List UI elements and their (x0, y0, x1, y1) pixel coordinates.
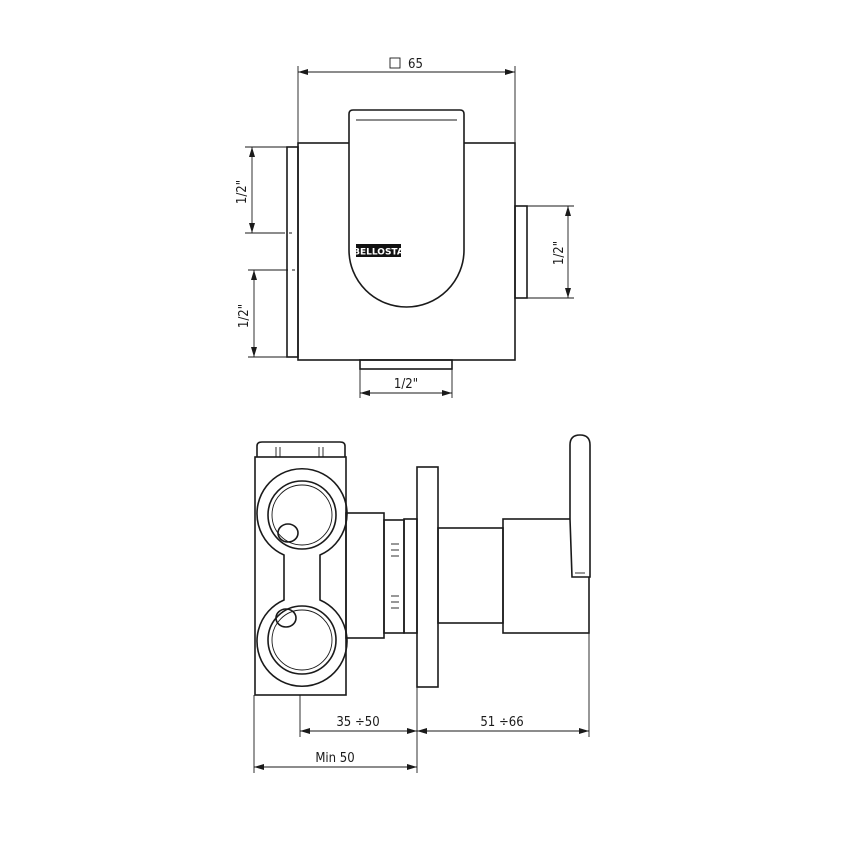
body-casting-outline (256, 467, 348, 688)
right-outlet-pipe (514, 205, 528, 299)
wall-flange (416, 466, 439, 688)
brand-logo (356, 244, 401, 257)
right-outlet-label: 1/2" (552, 241, 567, 265)
wall-depth-label: 35 ÷50 (336, 715, 379, 730)
min-depth-label: Min 50 (315, 751, 354, 766)
threaded-sleeve (383, 519, 405, 634)
projection-label: 51 ÷66 (480, 715, 523, 730)
lower-port (267, 605, 337, 675)
width-dimension-label: 65 (408, 57, 423, 72)
lever-handle (569, 434, 591, 578)
bottom-outlet-label: 1/2" (394, 377, 418, 392)
left-lower-inlet-label: 1/2" (237, 304, 252, 328)
side-view: 35 ÷50 51 ÷66 Min 50 (253, 434, 591, 773)
valve-body-side (254, 456, 347, 696)
svg-text:BELLOSTA: BELLOSTA (353, 248, 404, 258)
bottom-outlet-pipe (359, 359, 453, 370)
handle-top (348, 109, 465, 308)
upper-port (267, 480, 337, 550)
hex-nut (256, 441, 346, 457)
top-view: BELLOSTA 65 1/2" 1/2" 1/2" 1/2" (235, 57, 574, 398)
left-upper-inlet-label: 1/2" (235, 180, 250, 204)
stem (437, 527, 504, 624)
left-inlet-pipe (286, 146, 299, 358)
square-icon (389, 57, 401, 69)
